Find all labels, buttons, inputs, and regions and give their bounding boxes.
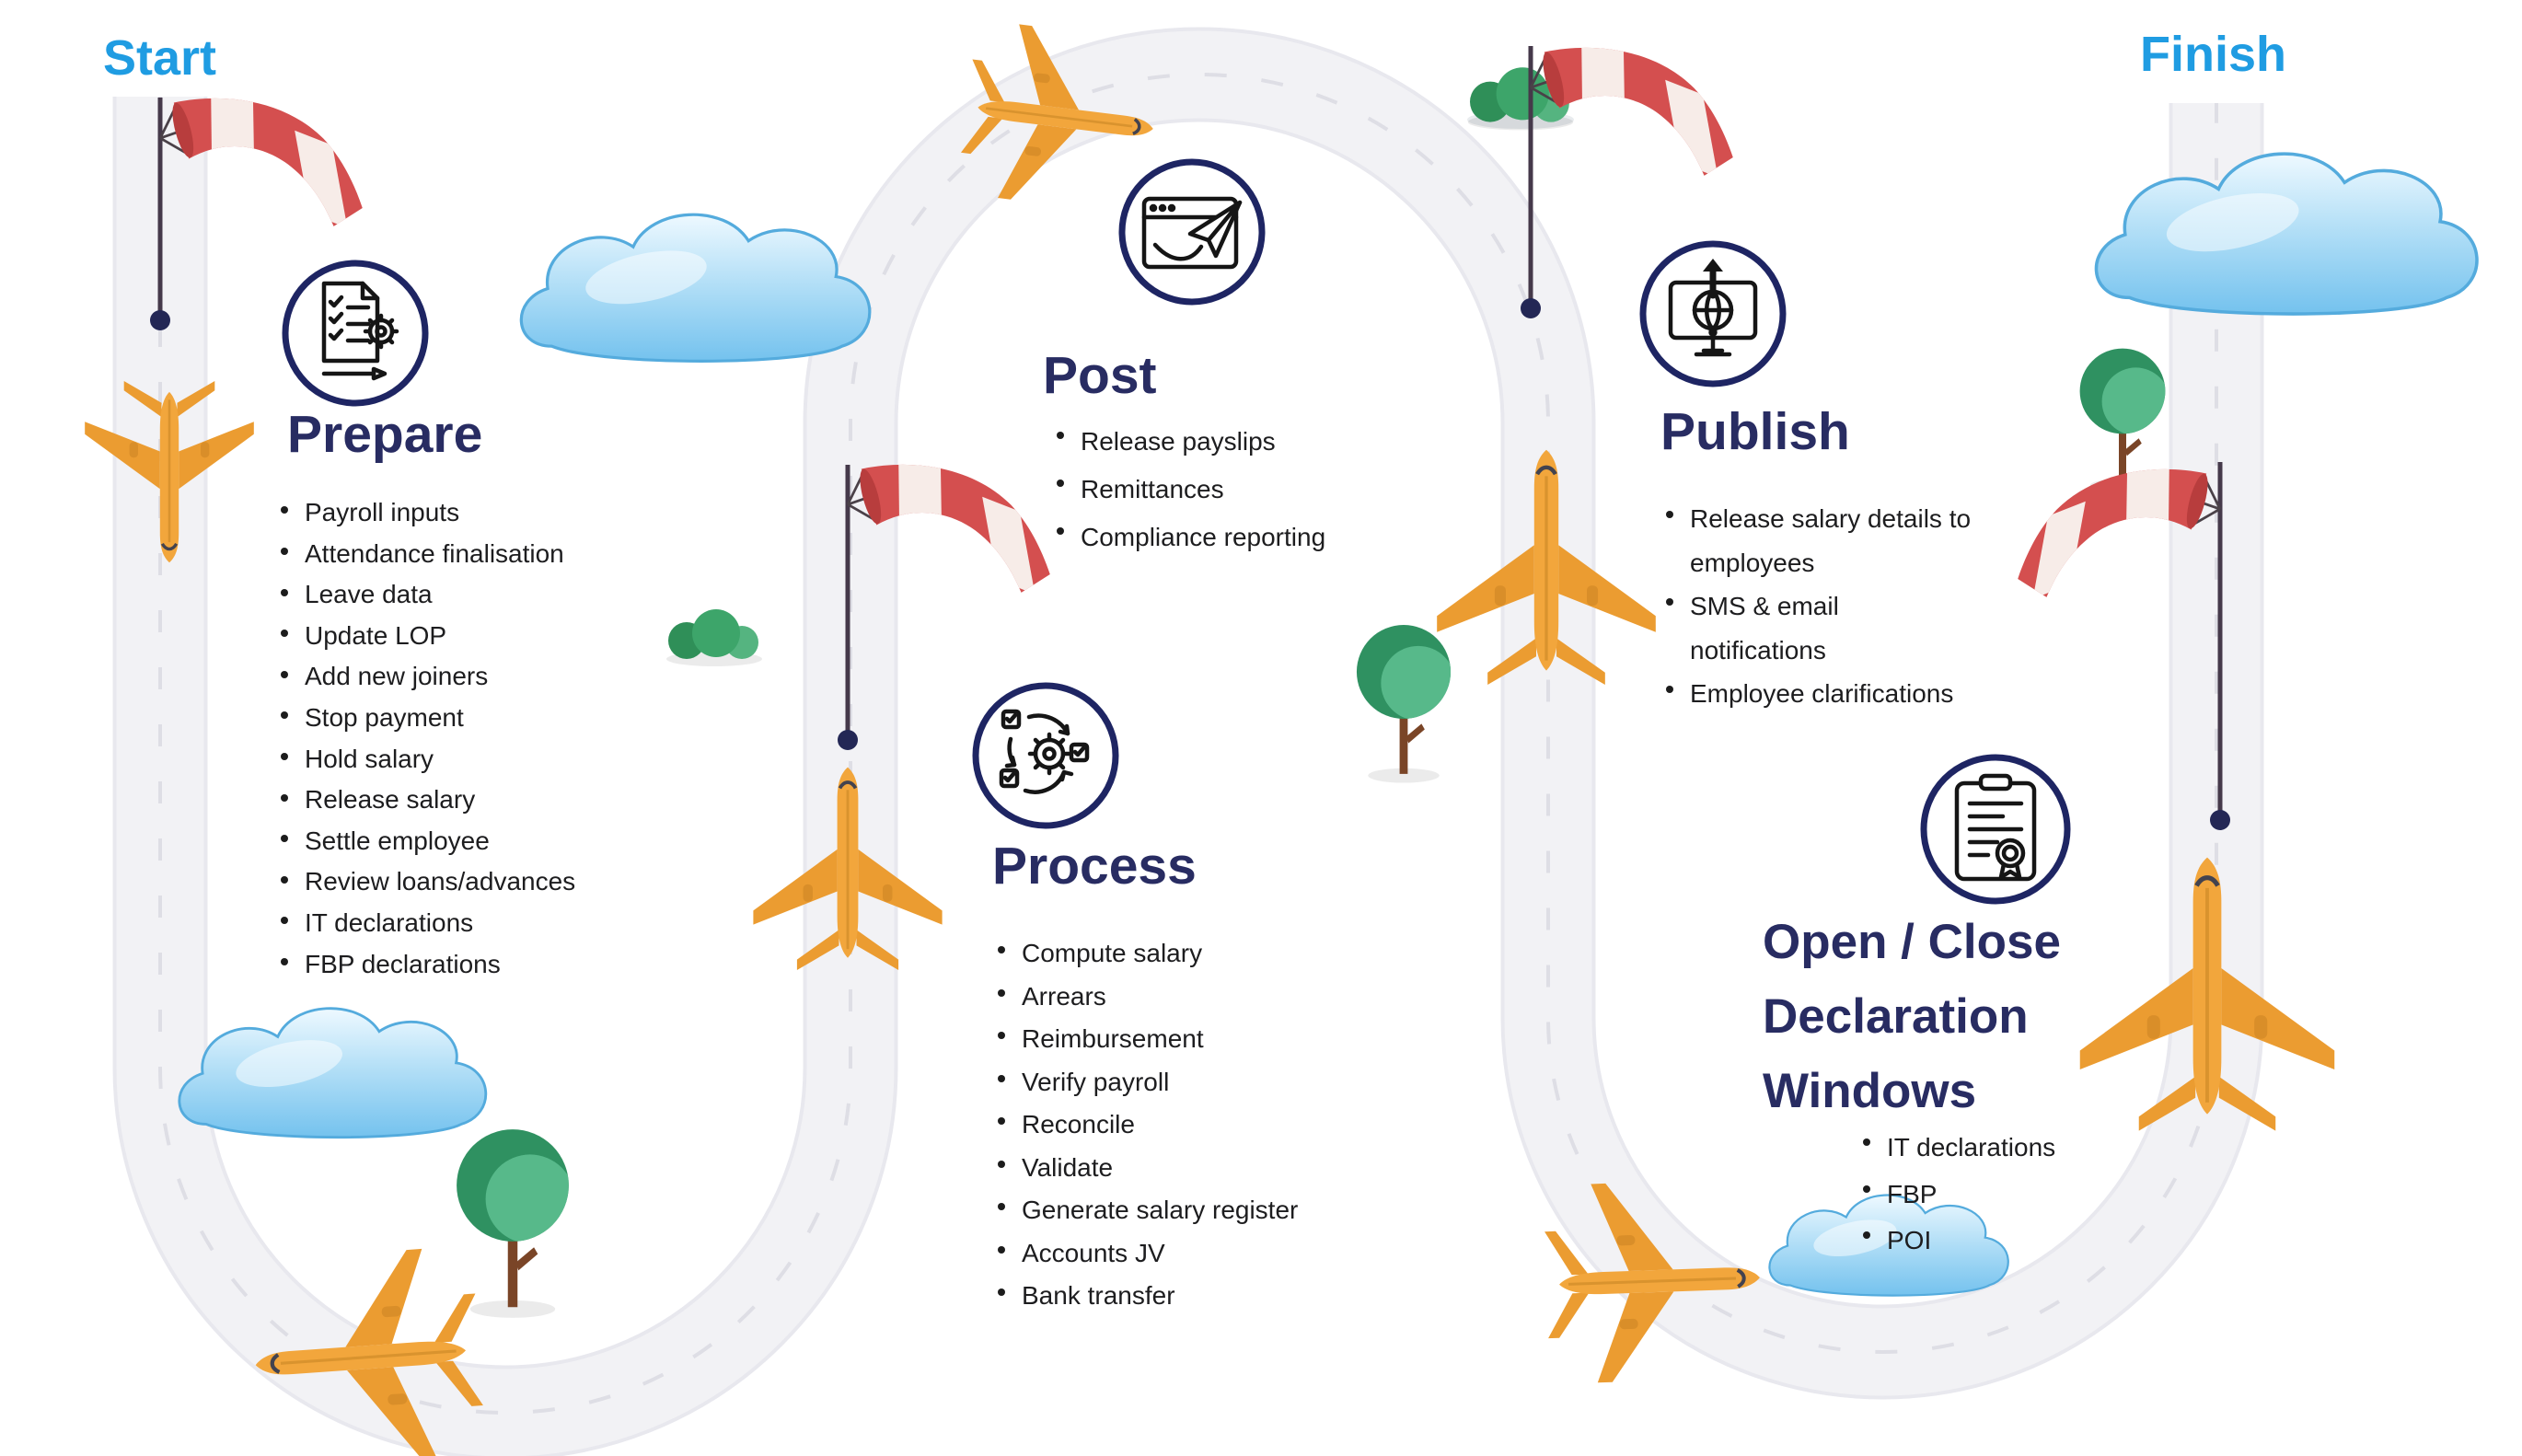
windsock-icon bbox=[150, 52, 367, 330]
list-item: Validate bbox=[996, 1147, 1298, 1190]
publish-list: Release salary details to employees SMS … bbox=[1664, 497, 1982, 716]
title-line: Open / Close bbox=[1763, 915, 2061, 969]
airplane-icon bbox=[751, 765, 944, 972]
list-item: Reimbursement bbox=[996, 1018, 1298, 1061]
stage-title-declarations: Open / Close Declaration Windows bbox=[1763, 905, 2061, 1128]
list-item: Remittances bbox=[1055, 466, 1325, 514]
cloud-icon bbox=[519, 213, 872, 363]
list-item: Add new joiners bbox=[279, 656, 575, 698]
clipboard-certificate-icon bbox=[1920, 754, 2071, 905]
list-item: Release payslips bbox=[1055, 418, 1325, 466]
declarations-list: IT declarations FBP POI bbox=[1861, 1125, 2055, 1265]
list-item: Settle employee bbox=[279, 821, 575, 862]
gear-checkboxes-cycle-icon bbox=[972, 682, 1119, 829]
airplane-icon bbox=[1437, 450, 1656, 685]
process-list: Compute salary Arrears Reimbursement Ver… bbox=[996, 932, 1298, 1318]
tree-icon bbox=[457, 1129, 574, 1318]
list-item: Compute salary bbox=[996, 932, 1298, 976]
monitor-globe-upload-icon bbox=[1639, 240, 1787, 387]
list-item: Verify payroll bbox=[996, 1061, 1298, 1104]
list-item: Accounts JV bbox=[996, 1232, 1298, 1276]
list-item: Update LOP bbox=[279, 616, 575, 657]
list-item: Generate salary register bbox=[996, 1189, 1298, 1232]
stage-title-prepare: Prepare bbox=[287, 405, 483, 464]
finish-label: Finish bbox=[2140, 27, 2286, 82]
list-item: Employee clarifications bbox=[1664, 672, 1982, 716]
list-item: Payroll inputs bbox=[279, 492, 575, 534]
cloud-icon bbox=[178, 1007, 488, 1139]
list-item: Arrears bbox=[996, 976, 1298, 1019]
bush-icon bbox=[666, 609, 762, 666]
title-line: Declaration bbox=[1763, 989, 2029, 1044]
list-item: FBP bbox=[1861, 1172, 2055, 1219]
airplane-icon bbox=[83, 379, 256, 564]
post-list: Release payslips Remittances Compliance … bbox=[1055, 418, 1325, 561]
list-item: Reconcile bbox=[996, 1104, 1298, 1147]
windsock-icon bbox=[2014, 423, 2231, 830]
stage-title-post: Post bbox=[1043, 346, 1157, 405]
list-item: Release salary bbox=[279, 780, 575, 821]
windsock-icon bbox=[838, 419, 1055, 750]
stage-title-process: Process bbox=[992, 837, 1197, 896]
list-item: Attendance finalisation bbox=[279, 534, 575, 575]
stage-title-publish: Publish bbox=[1660, 402, 1850, 461]
list-item: IT declarations bbox=[1861, 1125, 2055, 1172]
prepare-list: Payroll inputs Attendance finalisation L… bbox=[279, 492, 575, 985]
list-item: POI bbox=[1861, 1218, 2055, 1265]
list-item: Compliance reporting bbox=[1055, 514, 1325, 561]
document-checklist-gear-icon bbox=[282, 260, 429, 407]
list-item: SMS & email notifications bbox=[1664, 584, 1982, 672]
list-item: IT declarations bbox=[279, 903, 575, 944]
airplane-icon bbox=[2080, 858, 2334, 1131]
list-item: Review loans/advances bbox=[279, 861, 575, 903]
road-center-dashes bbox=[158, 73, 2218, 1415]
title-line: Windows bbox=[1763, 1064, 1977, 1118]
tree-icon bbox=[1357, 625, 1455, 783]
list-item: Hold salary bbox=[279, 739, 575, 780]
browser-paper-plane-icon bbox=[1118, 158, 1266, 306]
list-item: Stop payment bbox=[279, 698, 575, 739]
list-item: Leave data bbox=[279, 574, 575, 616]
list-item: Release salary details to employees bbox=[1664, 497, 1982, 584]
cloud-icon bbox=[2094, 152, 2479, 316]
road-track bbox=[112, 27, 2264, 1456]
list-item: Bank transfer bbox=[996, 1275, 1298, 1318]
list-item: FBP declarations bbox=[279, 944, 575, 986]
windsock-icon bbox=[1521, 2, 1738, 318]
start-label: Start bbox=[103, 30, 217, 86]
